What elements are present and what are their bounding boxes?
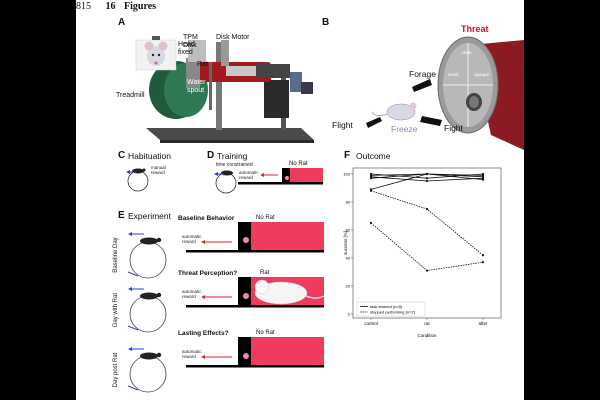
training-no-rat-label: No Rat (289, 161, 308, 167)
y-tick-label: 0 (348, 312, 351, 317)
training-reward-label: automatic reward (239, 170, 259, 180)
y-tick-label: 40 (346, 256, 351, 261)
experiment-title: Experiment (128, 211, 171, 221)
panel-d-letter: D (207, 150, 215, 161)
disk-clear-label: clear (462, 50, 472, 55)
disk-opaque-label: opaque (474, 72, 490, 77)
x-axis-label: Condition (417, 333, 437, 338)
series-6-point (481, 261, 485, 264)
head-fixed-label: Head fixed (178, 41, 195, 56)
panel-e-letter: E (118, 210, 125, 221)
line-number: 815 (76, 1, 91, 12)
y-axis-label: success [%] (343, 231, 348, 255)
row1-heading: Baseline Behavior (178, 215, 235, 222)
forage-label: Forage (409, 69, 436, 79)
row3-condition: No Rat (256, 330, 275, 336)
row2-condition: Rat (260, 270, 270, 276)
row3-reward: automatic reward (182, 349, 202, 359)
row3-heading: Lasting Effects? (178, 330, 229, 337)
setup-illustration (135, 36, 314, 143)
panel-f-letter: F (344, 150, 351, 161)
chart-legend: task learned (n=5) stopped performing (n… (356, 301, 426, 317)
row1-reward: automatic reward (182, 234, 202, 244)
threat-label: Threat (461, 24, 489, 34)
plot-frame (352, 167, 502, 319)
panel-b-letter: B (322, 17, 330, 28)
outcome-chart: 0 20 40 60 80 100 control rat after Condition s… (343, 167, 502, 338)
panel-c-letter: C (118, 150, 126, 161)
fight-label: Fight (444, 123, 463, 133)
freeze-label: Freeze (391, 124, 418, 134)
habituation-title: Habituation (128, 151, 172, 161)
series-6-point (369, 221, 373, 225)
panel-a-letter: A (118, 17, 126, 28)
outcome-title: Outcome (356, 151, 391, 161)
series-0-point (425, 177, 429, 180)
y-tick-label: 80 (346, 200, 351, 205)
page-header: 815 16 Figures (76, 1, 156, 12)
series-5-point (481, 254, 485, 257)
section-number: 16 (105, 1, 116, 12)
series-4-point (425, 172, 429, 176)
behavior-diagram (366, 36, 524, 150)
series-5-point (425, 207, 429, 211)
y-tick-label: 100 (343, 172, 350, 177)
figure-page: 815 16 Figures A Hea (76, 0, 524, 400)
rat-label: Rat (197, 61, 208, 68)
habituation-reward-label: manual reward (151, 165, 166, 175)
x-tick-label: rat (424, 321, 430, 326)
y-tick-label: 60 (346, 228, 351, 233)
flight-label: Flight (332, 120, 353, 130)
row2-heading: Threat Perception? (178, 270, 238, 277)
series-2-point (425, 179, 429, 183)
series-4-point (481, 174, 485, 177)
legend-entry-stopped: stopped performing (n=2) (370, 310, 416, 315)
experiment-schematics (127, 222, 325, 393)
series-3-point (481, 178, 485, 181)
series-3-point (369, 177, 373, 180)
treadmill-label: Treadmill (116, 92, 145, 99)
legend-entry-learned: task learned (n=5) (370, 304, 403, 309)
water-spout-label: Water spout (187, 79, 206, 94)
time-constrained-label: time constrained (216, 162, 253, 168)
row1-condition: No Rat (256, 215, 275, 221)
row2-reward: automatic reward (182, 289, 202, 299)
tpm-disk-label: TPM Disk (183, 34, 198, 49)
disk-motor-label: Disk Motor (216, 34, 250, 41)
training-schematic (214, 168, 323, 194)
series-6-point (425, 269, 429, 272)
training-title: Training (217, 151, 248, 161)
x-tick-label: control (364, 321, 378, 326)
habituation-schematic (126, 168, 149, 192)
section-title: Figures (124, 1, 157, 12)
series-5-point (369, 189, 373, 192)
x-tick-label: after (478, 321, 488, 326)
y-tick-label: 20 (346, 284, 351, 289)
disk-smell-label: smell (448, 72, 459, 77)
